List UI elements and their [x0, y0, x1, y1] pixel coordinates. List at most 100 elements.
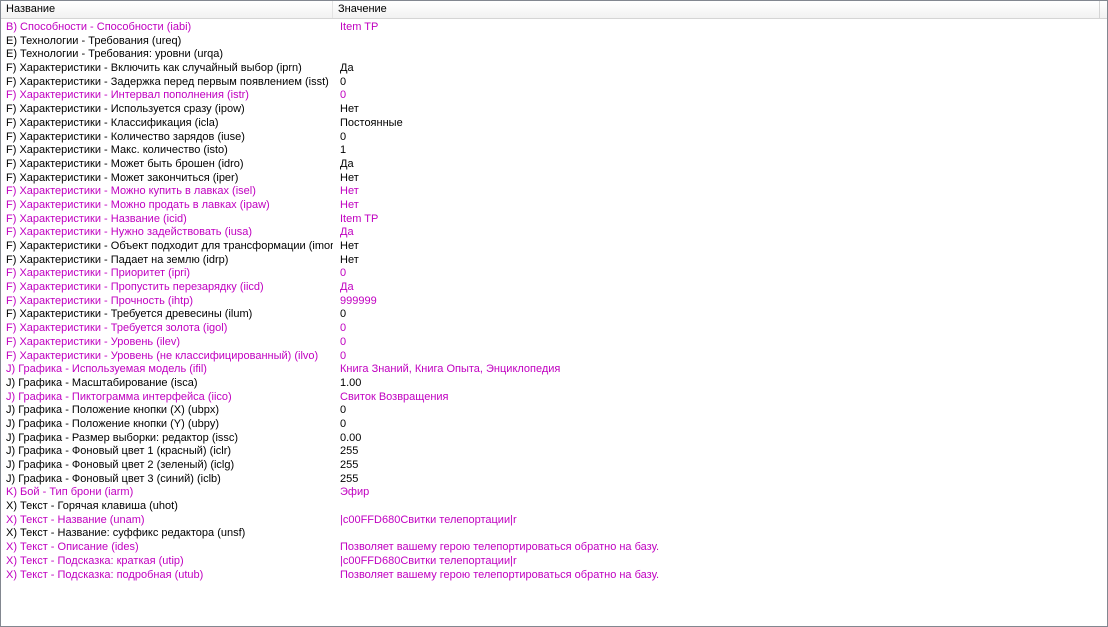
field-name-cell: E) Технологии - Требования (ureq)	[6, 34, 182, 47]
field-value-cell: Позволяет вашему герою телепортироваться…	[340, 541, 660, 554]
table-row[interactable]: J) Графика - Используемая модель (ifil) К…	[1, 363, 1107, 377]
table-row[interactable]: F) Характеристики - Используется сразу (…	[1, 103, 1107, 117]
field-name-cell: J) Графика - Используемая модель (ifil)	[6, 363, 207, 376]
field-name-cell: E) Технологии - Требования: уровни (urqa…	[6, 48, 224, 61]
field-value-cell: Item TP	[340, 212, 379, 225]
field-name-cell: F) Характеристики - Используется сразу (…	[6, 103, 245, 116]
field-value-cell: Позволяет вашему герою телепортироваться…	[340, 568, 660, 581]
table-row[interactable]: J) Графика - Фоновый цвет 3 (синий) (icl…	[1, 473, 1107, 487]
table-row[interactable]: J) Графика - Положение кнопки (Y) (ubpy)…	[1, 418, 1107, 432]
table-row[interactable]: J) Графика - Фоновый цвет 1 (красный) (i…	[1, 445, 1107, 459]
field-name-cell: X) Текст - Подсказка: подробная (utub)	[6, 568, 204, 581]
table-row[interactable]: F) Характеристики - Может закончиться (i…	[1, 172, 1107, 186]
table-row[interactable]: F) Характеристики - Задержка перед первы…	[1, 76, 1107, 90]
field-value-cell: Да	[340, 62, 354, 75]
table-row[interactable]: E) Технологии - Требования (ureq)	[1, 35, 1107, 49]
field-name-cell: X) Текст - Описание (ides)	[6, 541, 139, 554]
field-value-cell: 1	[340, 144, 347, 157]
table-row[interactable]: F) Характеристики - Объект подходит для …	[1, 240, 1107, 254]
table-row[interactable]: J) Графика - Масштабирование (isca)1.00	[1, 377, 1107, 391]
column-header-value[interactable]: Значение	[333, 1, 1100, 18]
field-name-cell: F) Характеристики - Включить как случайн…	[6, 62, 302, 75]
table-row[interactable]: F) Характеристики - Можно продать в лавк…	[1, 199, 1107, 213]
table-row[interactable]: J) Графика - Фоновый цвет 2 (зеленый) (i…	[1, 459, 1107, 473]
field-value-cell: Свиток Возвращения	[340, 390, 449, 403]
table-row[interactable]: F) Характеристики - Название (icid) Item …	[1, 213, 1107, 227]
table-row[interactable]: F) Характеристики - Требуется золота (ig…	[1, 322, 1107, 336]
field-value-cell: 255	[340, 472, 359, 485]
field-value-cell: 999999	[340, 294, 377, 307]
field-name-cell: X) Текст - Название: суффикс редактора (…	[6, 527, 246, 540]
table-row[interactable]: J) Графика - Размер выборки: редактор (i…	[1, 432, 1107, 446]
table-row[interactable]: J) Графика - Положение кнопки (X) (ubpx)…	[1, 404, 1107, 418]
field-name-cell: F) Характеристики - Уровень (не классифи…	[6, 349, 319, 362]
field-value-cell	[333, 48, 340, 62]
field-name-cell: F) Характеристики - Название (icid)	[6, 212, 187, 225]
table-row[interactable]: X) Текст - Подсказка: подробная (utub) По…	[1, 569, 1107, 583]
field-value-cell: Нет	[340, 253, 359, 266]
field-value-cell: Нет	[340, 240, 359, 252]
field-name-cell: F) Характеристики - Требуется древесины …	[6, 308, 253, 321]
list-rows: B) Способности - Способности (iabi) Item …	[1, 19, 1107, 582]
field-name-cell: F) Характеристики - Задержка перед первы…	[6, 75, 329, 88]
table-row[interactable]: E) Технологии - Требования: уровни (urqa…	[1, 48, 1107, 62]
field-value-cell: 0	[340, 267, 347, 280]
table-row[interactable]: F) Характеристики - Интервал пополнения …	[1, 89, 1107, 103]
field-name-cell: F) Характеристики - Падает на землю (idr…	[6, 253, 229, 266]
table-row[interactable]: X) Текст - Описание (ides) Позволяет ваше…	[1, 541, 1107, 555]
field-name-cell: F) Характеристики - Нужно задействовать …	[6, 226, 253, 239]
table-row[interactable]: F) Характеристики - Включить как случайн…	[1, 62, 1107, 76]
table-row[interactable]: X) Текст - Название (unam)|c00FFD680Свит…	[1, 514, 1107, 528]
field-name-cell: F) Характеристики - Объект подходит для …	[6, 240, 333, 252]
table-row[interactable]: F) Характеристики - Макс. количество (is…	[1, 144, 1107, 158]
field-name-cell: J) Графика - Пиктограмма интерфейса (iic…	[6, 390, 232, 403]
table-row[interactable]: X) Текст - Горячая клавиша (uhot)	[1, 500, 1107, 514]
table-row[interactable]: X) Текст - Название: суффикс редактора (…	[1, 527, 1107, 541]
table-row[interactable]: F) Характеристики - Нужно задействовать …	[1, 226, 1107, 240]
table-row[interactable]: F) Характеристики - Можно купить в лавка…	[1, 185, 1107, 199]
table-row[interactable]: F) Характеристики - Уровень (не классифи…	[1, 350, 1107, 364]
table-row[interactable]: F) Характеристики - Количество зарядов (…	[1, 131, 1107, 145]
field-name-cell: F) Характеристики - Приоритет (ipri)	[6, 267, 191, 280]
field-name-cell: J) Графика - Фоновый цвет 3 (синий) (icl…	[6, 472, 221, 485]
field-name-cell: F) Характеристики - Уровень (ilev)	[6, 335, 181, 348]
table-row[interactable]: B) Способности - Способности (iabi)Item …	[1, 21, 1107, 35]
field-value-cell	[333, 35, 340, 49]
field-name-cell: F) Характеристики - Макс. количество (is…	[6, 144, 228, 157]
field-value-cell	[333, 500, 340, 514]
table-row[interactable]: F) Характеристики - Может быть брошен (i…	[1, 158, 1107, 172]
field-name-cell: B) Способности - Способности (iabi)	[6, 21, 192, 33]
table-row[interactable]: F) Характеристики - Уровень (ilev) 0	[1, 336, 1107, 350]
field-value-cell: Постоянные	[340, 116, 403, 129]
list-header: Название Значение	[1, 1, 1107, 19]
table-row[interactable]: F) Характеристики - Пропустить перезаряд…	[1, 281, 1107, 295]
table-row[interactable]: F) Характеристики - Классификация (icla)…	[1, 117, 1107, 131]
table-row[interactable]: F) Характеристики - Прочность (ihtp)9999…	[1, 295, 1107, 309]
field-value-cell: Книга Знаний, Книга Опыта, Энциклопедия	[340, 363, 561, 376]
field-value-cell: 0	[340, 404, 347, 417]
field-value-cell: 0	[340, 89, 347, 102]
table-row[interactable]: X) Текст - Подсказка: краткая (utip)|c00…	[1, 555, 1107, 569]
table-row[interactable]: F) Характеристики - Требуется древесины …	[1, 308, 1107, 322]
table-row[interactable]: K) Бой - Тип брони (iarm)Эфир	[1, 486, 1107, 500]
field-value-cell: 0	[340, 322, 347, 335]
column-header-name[interactable]: Название	[1, 1, 333, 18]
header-filler	[1100, 1, 1107, 18]
table-row[interactable]: J) Графика - Пиктограмма интерфейса (iic…	[1, 391, 1107, 405]
field-name-cell: F) Характеристики - Можно продать в лавк…	[6, 198, 270, 211]
field-name-cell: F) Характеристики - Пропустить перезаряд…	[6, 281, 264, 294]
field-name-cell: J) Графика - Размер выборки: редактор (i…	[6, 431, 239, 444]
field-name-cell: J) Графика - Масштабирование (isca)	[6, 376, 198, 389]
field-name-cell: X) Текст - Подсказка: краткая (utip)	[6, 554, 184, 567]
field-name-cell: J) Графика - Фоновый цвет 2 (зеленый) (i…	[6, 459, 235, 471]
table-row[interactable]: F) Характеристики - Приоритет (ipri) 0	[1, 267, 1107, 281]
field-name-cell: F) Характеристики - Классификация (icla)	[6, 116, 219, 129]
field-value-cell: Нет	[340, 171, 359, 184]
field-value-cell: Да	[340, 281, 354, 294]
field-value-cell: 0	[340, 130, 347, 143]
field-name-cell: F) Характеристики - Может закончиться (i…	[6, 171, 239, 184]
field-value-cell: 0	[340, 349, 347, 362]
table-row[interactable]: F) Характеристики - Падает на землю (idr…	[1, 254, 1107, 268]
field-value-cell: 0	[340, 335, 347, 348]
